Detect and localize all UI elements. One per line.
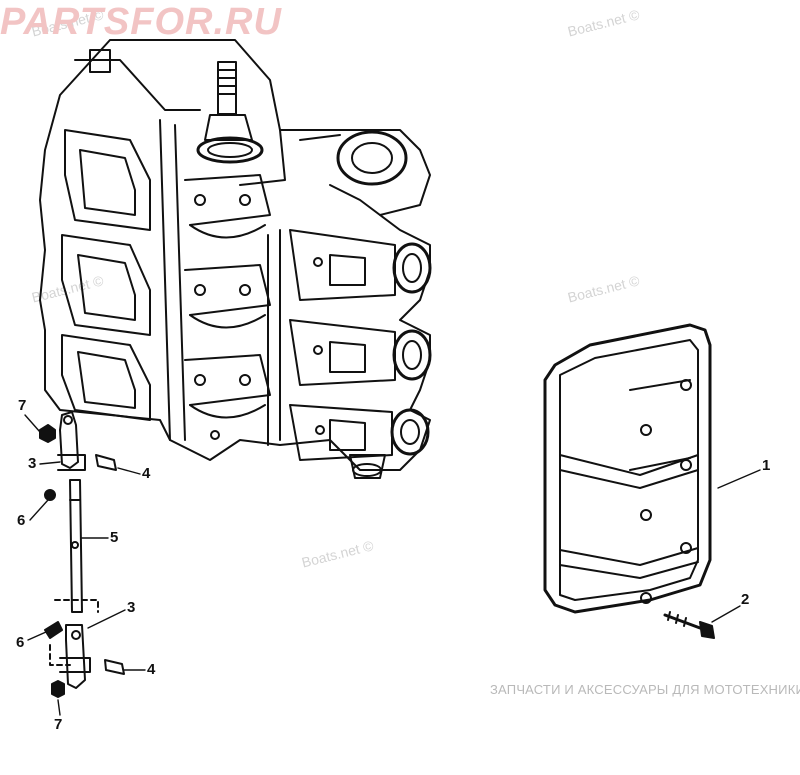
brand-logo-text: PARTSFOR.RU	[0, 1, 282, 42]
brand-logo: PARTSFOR.RU	[0, 1, 282, 42]
callout-4-top: 4	[142, 465, 151, 482]
linkage-parts	[39, 411, 125, 698]
callout-3-bottom: 3	[127, 599, 136, 616]
callout-7-bottom: 7	[54, 716, 63, 733]
callout-1: 1	[762, 457, 771, 474]
cover-bolt	[663, 611, 715, 639]
callout-3-top: 3	[28, 455, 37, 472]
callout-5: 5	[110, 529, 119, 546]
callout-2: 2	[741, 591, 750, 608]
brand-tagline: ЗАПЧАСТИ И АКСЕССУАРЫ ДЛЯ МОТОТЕХНИКИ	[490, 682, 800, 697]
callout-6-bottom: 6	[16, 634, 25, 651]
flywheel-cover	[543, 323, 712, 614]
callout-4-bottom: 4	[147, 661, 156, 678]
leader-lines	[24, 414, 761, 716]
powerhead-block	[39, 39, 432, 479]
callout-7-top: 7	[18, 397, 27, 414]
callout-6-top: 6	[17, 512, 26, 529]
